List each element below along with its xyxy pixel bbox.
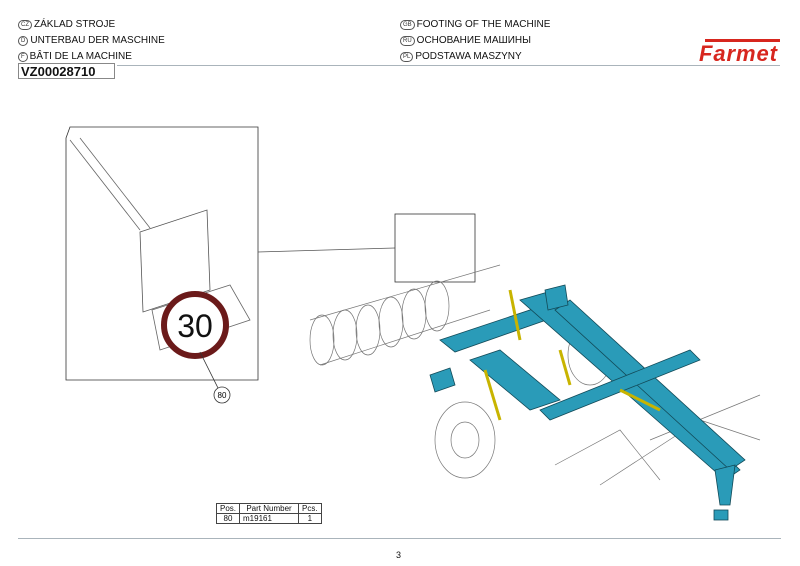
drawing-number: VZ00028710	[18, 63, 115, 79]
callout-80: 80	[218, 391, 227, 400]
title-text: PODSTAWA MASZYNY	[415, 51, 522, 62]
svg-text:Farmet: Farmet	[699, 41, 779, 64]
title-text: FOOTING OF THE MACHINE	[416, 19, 551, 30]
title-text: BÂTI DE LA MACHINE	[29, 51, 132, 62]
col-pos: Pos.	[215, 503, 241, 514]
cell-pos: 80	[215, 513, 241, 524]
lang-code: D	[18, 35, 29, 46]
lang-code: GB	[400, 19, 415, 30]
lang-code: CZ	[18, 19, 32, 30]
teal-frame	[429, 284, 746, 521]
lang-code: F	[18, 51, 28, 62]
header-divider	[117, 65, 780, 66]
cell-pcs: 1	[298, 513, 322, 524]
callout-circle	[213, 386, 231, 404]
title-text: UNTERBAU DER MASCHINE	[30, 35, 165, 46]
farmet-logo: Farmet	[699, 39, 780, 64]
title-text: ZÁKLAD STROJE	[34, 19, 116, 30]
page-number: 3	[396, 550, 402, 560]
footer-divider	[18, 538, 781, 539]
title-text: ОСНОВАНИЕ МАШИНЫ	[416, 35, 531, 46]
lang-code: PL	[400, 51, 414, 62]
tines	[554, 394, 761, 486]
col-pcs: Pcs.	[298, 503, 322, 514]
lang-code: RU	[400, 35, 415, 46]
speed-limit-sign: 30	[161, 291, 229, 359]
col-part-number: Part Number	[239, 503, 300, 514]
table-header-row: Pos. Part Number Pcs.	[215, 503, 322, 514]
detail-view	[65, 126, 476, 381]
table-row: 80 m19161 1	[215, 513, 322, 524]
roller-assembly	[309, 264, 501, 366]
cell-part-number: m19161	[239, 513, 300, 524]
sign-text: 30	[177, 308, 213, 344]
parts-table: Pos. Part Number Pcs. 80 m19161 1	[215, 503, 322, 524]
